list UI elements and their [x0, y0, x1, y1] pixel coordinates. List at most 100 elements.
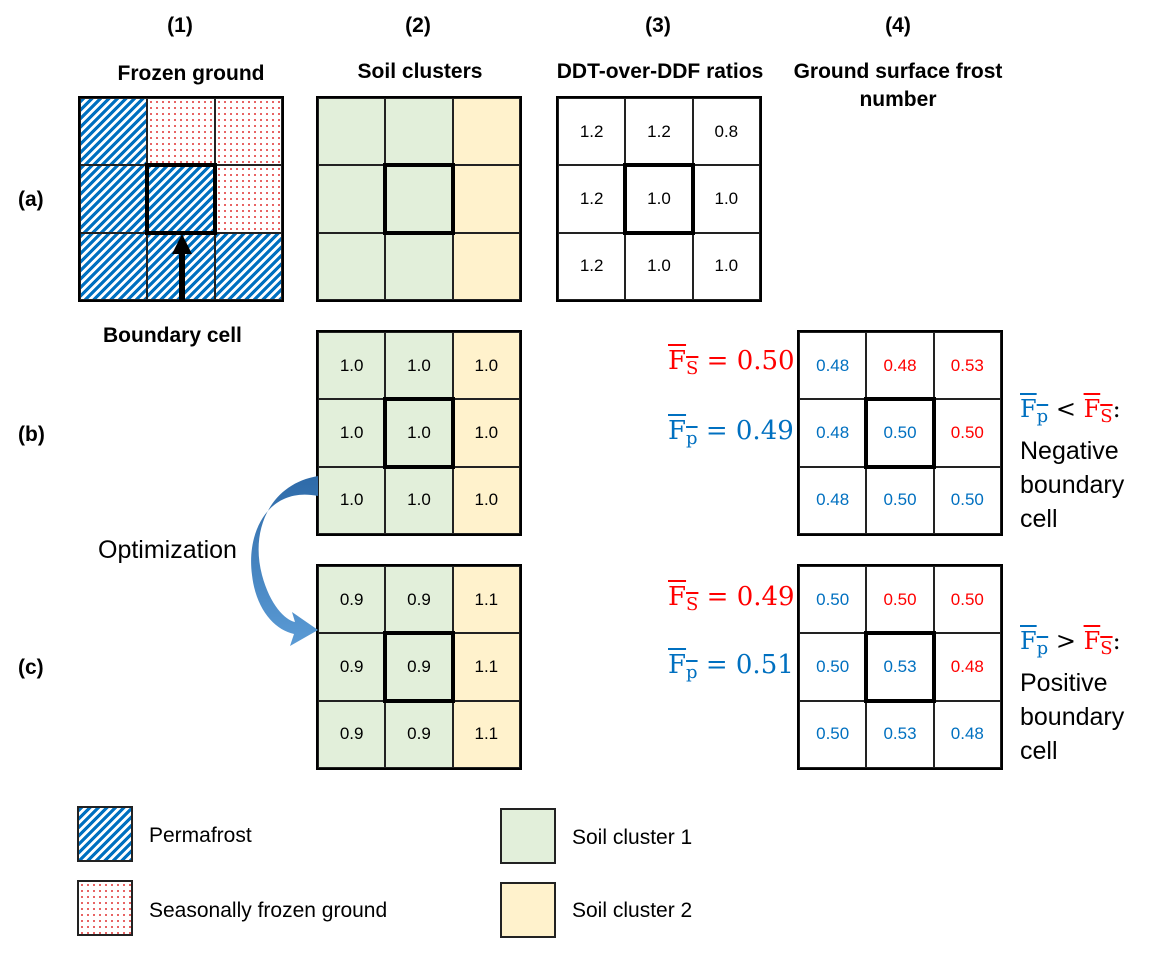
frost-number-cell: 0.48 [799, 466, 867, 534]
frozen-cell-seasonal [214, 165, 282, 233]
soil-cell-cluster-1: 1.0 [318, 466, 386, 534]
legend-cluster1-swatch [500, 808, 556, 864]
ratio-cell: 1.0 [625, 232, 693, 300]
frost-number-cell: 0.50 [866, 466, 934, 534]
fs-mean-c: FS = 0.49 [668, 582, 795, 615]
ratio-cell: 1.0 [692, 165, 760, 233]
frost-number-cell: 0.50 [799, 700, 867, 768]
legend-permafrost-swatch [77, 806, 133, 862]
frost-number-cell: 0.50 [933, 399, 1001, 467]
result-line: boundary [1020, 703, 1125, 731]
frost-number-cell: 0.48 [799, 332, 867, 400]
soil-cell-cluster-1: 1.0 [385, 399, 453, 467]
comparison-c: Fp > FS: Positive boundary cell [1020, 624, 1124, 768]
frost-number-cell: 0.48 [933, 700, 1001, 768]
ratio-cell: 1.0 [625, 165, 693, 233]
soil-cell-cluster-2 [452, 232, 520, 300]
soil-cell-cluster-1 [385, 165, 453, 233]
boundary-cell-label: Boundary cell [103, 324, 242, 347]
ratio-cell: 0.8 [692, 98, 760, 166]
result-line: Positive [1020, 669, 1108, 697]
ratio-cell: 1.2 [558, 165, 626, 233]
ratio-cell: 1.2 [558, 98, 626, 166]
ratio-cell: 1.2 [625, 98, 693, 166]
legend-cluster2-swatch [500, 882, 556, 938]
legend-seasonal-label: Seasonally frozen ground [149, 899, 388, 922]
soil-cell-cluster-1: 0.9 [318, 633, 386, 701]
column-title-frost-number: Ground surface frost number [793, 60, 1003, 111]
column-number-2: (2) [405, 14, 431, 37]
frost-number-cell: 0.50 [799, 566, 867, 634]
column-title-ddt-ddf-ratios: DDT-over-DDF ratios [556, 60, 764, 83]
soil-cell-cluster-2: 1.1 [452, 566, 520, 634]
frost-number-cell: 0.50 [866, 566, 934, 634]
column-number-1: (1) [167, 14, 193, 37]
soil-cell-cluster-1: 0.9 [385, 633, 453, 701]
optimization-arrow-icon [251, 476, 318, 646]
soil-cell-cluster-1: 0.9 [385, 566, 453, 634]
frozen-cell-permafrost [147, 165, 215, 233]
row-label-a: (a) [18, 188, 44, 211]
fs-mean-b: FS = 0.50 [668, 346, 795, 379]
ratio-cell: 1.0 [692, 232, 760, 300]
frost-number-cell: 0.53 [866, 633, 934, 701]
column-number-4: (4) [885, 14, 911, 37]
result-line: Negative [1020, 437, 1119, 465]
legend-permafrost-label: Permafrost [149, 824, 252, 847]
soil-cell-cluster-1: 0.9 [385, 700, 453, 768]
soil-cell-cluster-2: 1.0 [452, 332, 520, 400]
legend-cluster2-label: Soil cluster 2 [572, 899, 693, 922]
frost-number-cell: 0.50 [866, 399, 934, 467]
comparison-b: Fp < FS: Negative boundary cell [1020, 392, 1124, 536]
frozen-cell-permafrost [214, 232, 282, 300]
soil-cell-cluster-1: 0.9 [318, 566, 386, 634]
frost-number-cell: 0.50 [799, 633, 867, 701]
frozen-cell-permafrost [80, 232, 148, 300]
soil-cell-cluster-2: 1.1 [452, 700, 520, 768]
soil-cell-cluster-1: 1.0 [385, 466, 453, 534]
soil-cell-cluster-2 [452, 98, 520, 166]
soil-cell-cluster-2 [452, 165, 520, 233]
frozen-cell-seasonal [214, 98, 282, 166]
result-line: boundary [1020, 471, 1125, 499]
soil-cell-cluster-1 [318, 165, 386, 233]
soil-cluster-grid-a [316, 96, 522, 302]
column-title-soil-clusters: Soil clusters [357, 60, 483, 83]
frozen-cell-permafrost [80, 98, 148, 166]
soil-cell-cluster-2: 1.0 [452, 466, 520, 534]
frost-number-cell: 0.48 [866, 332, 934, 400]
frozen-cell-permafrost [80, 165, 148, 233]
soil-cell-cluster-2: 1.1 [452, 633, 520, 701]
soil-cell-cluster-1 [385, 232, 453, 300]
frost-number-cell: 0.53 [866, 700, 934, 768]
result-line: cell [1020, 737, 1058, 765]
soil-cell-cluster-1: 1.0 [318, 399, 386, 467]
soil-cell-cluster-2: 1.0 [452, 399, 520, 467]
optimization-label: Optimization [98, 536, 237, 564]
frost-number-cell: 0.53 [933, 332, 1001, 400]
fp-mean-b: Fp = 0.49 [668, 416, 794, 449]
column-title-frozen-ground: Frozen ground [117, 62, 265, 85]
frost-number-cell: 0.48 [799, 399, 867, 467]
ratio-cell: 1.2 [558, 232, 626, 300]
frost-number-cell: 0.50 [933, 466, 1001, 534]
legend-cluster1-label: Soil cluster 1 [572, 826, 693, 849]
soil-cell-cluster-1: 0.9 [318, 700, 386, 768]
legend-seasonal-swatch [77, 880, 133, 936]
boundary-cell-arrow-icon [172, 234, 192, 300]
row-label-c: (c) [18, 656, 44, 679]
soil-cell-cluster-1 [385, 98, 453, 166]
frost-number-cell: 0.50 [933, 566, 1001, 634]
result-line: cell [1020, 505, 1058, 533]
soil-cell-cluster-1: 1.0 [385, 332, 453, 400]
fp-mean-c: Fp = 0.51 [668, 650, 794, 683]
frozen-cell-seasonal [147, 98, 215, 166]
column-number-3: (3) [645, 14, 671, 37]
frost-number-cell: 0.48 [933, 633, 1001, 701]
soil-cell-cluster-1: 1.0 [318, 332, 386, 400]
